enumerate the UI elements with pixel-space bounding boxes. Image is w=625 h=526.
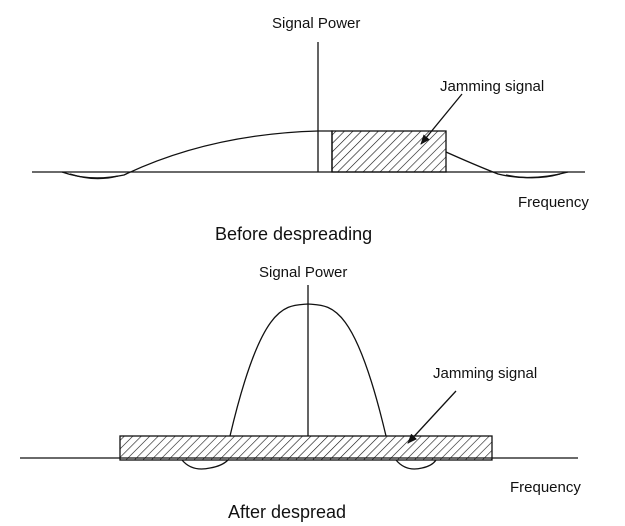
bottom-jamming-label: Jamming signal [433,365,537,382]
bottom-frequency-label: Frequency [510,479,581,496]
bottom-signal-power-label: Signal Power [259,264,347,281]
bottom-jamming-signal-block [119,435,493,461]
top-caption: Before despreading [215,224,372,244]
top-spread-spectrum [61,130,333,179]
top-jamming-signal-block [331,130,447,173]
top-jamming-label: Jamming signal [440,78,544,95]
bottom-caption: After despread [228,502,346,522]
top-right-sidelobe [445,151,569,179]
top-frequency-label: Frequency [518,194,589,211]
bottom-despread-peak [229,303,387,437]
bottom-right-sidelobe [395,459,437,470]
bottom-left-sidelobe [181,459,229,470]
bottom-panel: Signal Power Jamming signal Frequency Af… [20,264,581,522]
bottom-jamming-arrow [407,390,457,444]
top-right-sidelobe-inner [505,173,561,179]
top-left-sidelobe [69,173,119,180]
top-signal-power-label: Signal Power [272,15,360,32]
top-panel: Signal Power Jamming signal Frequency Be… [32,15,589,244]
top-jamming-arrow [420,93,463,145]
